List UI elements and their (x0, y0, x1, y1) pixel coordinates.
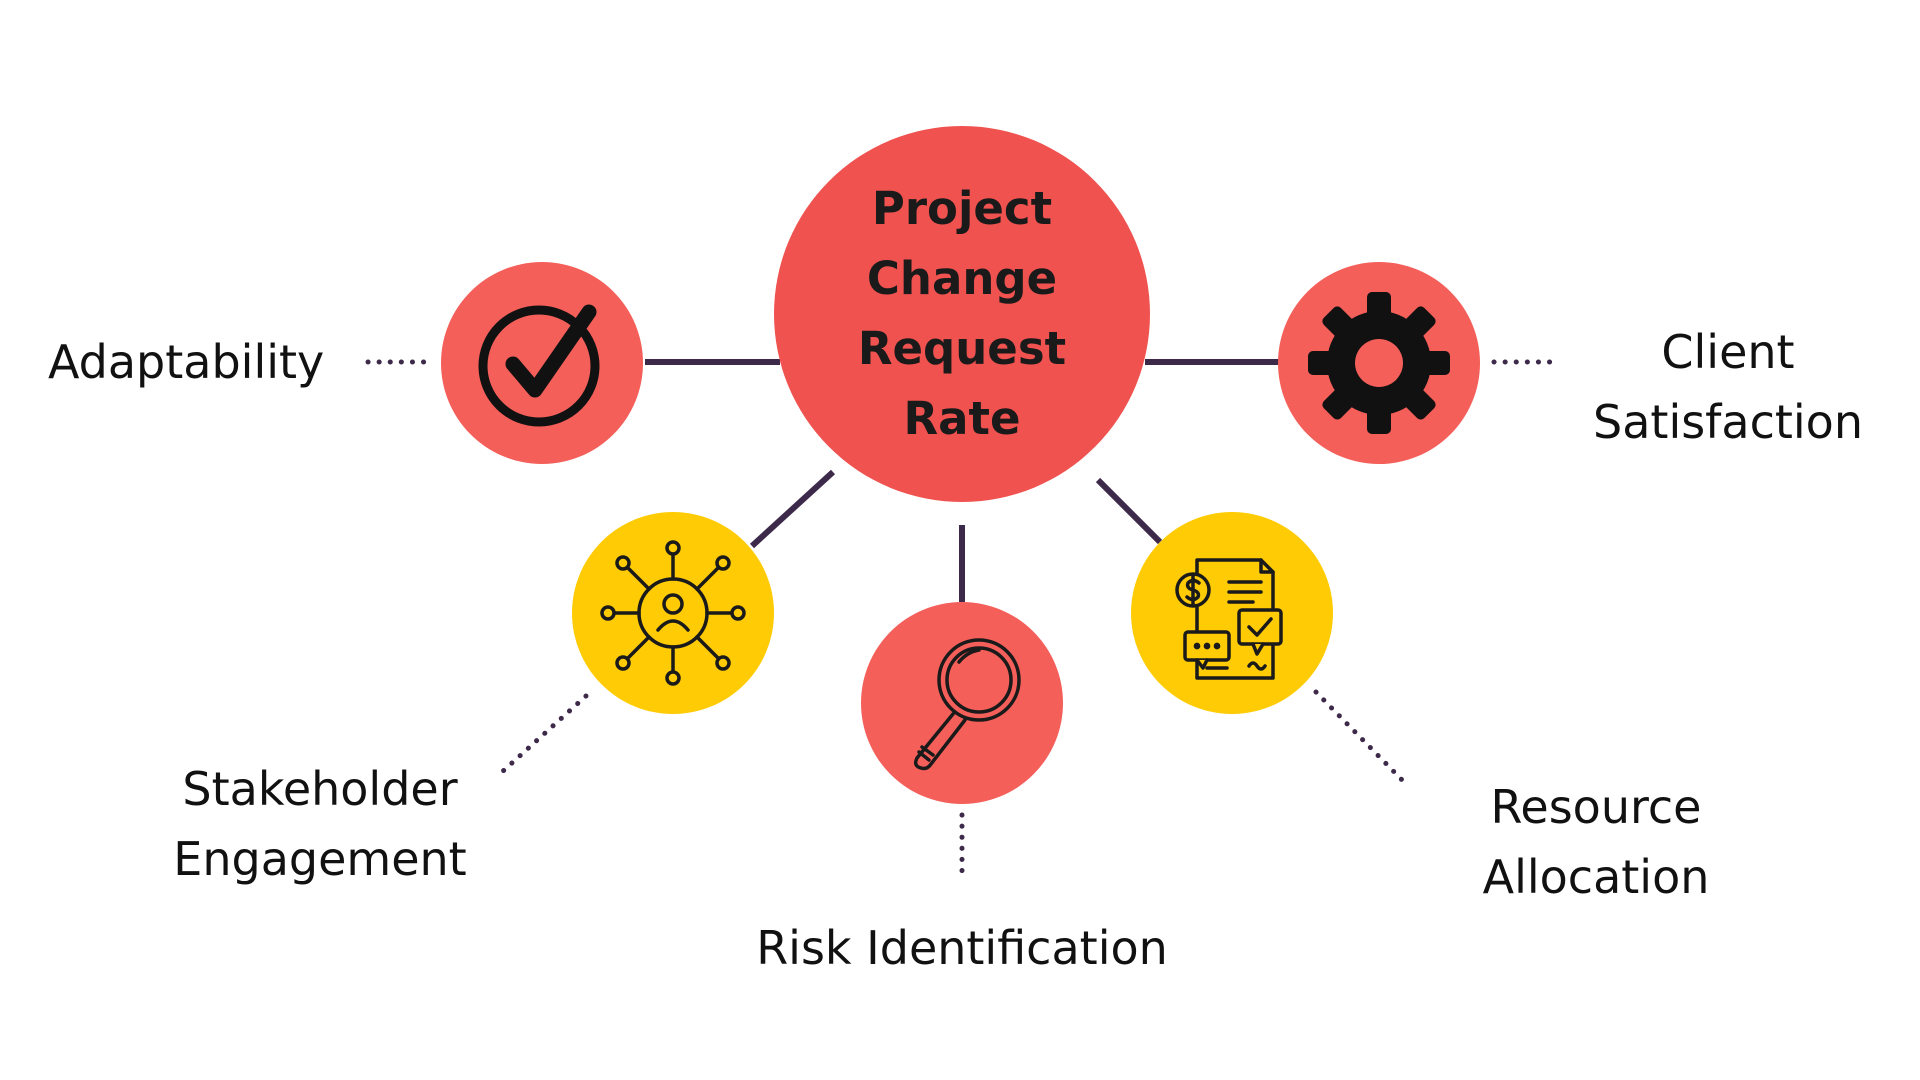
node-resource-allocation (1131, 512, 1333, 714)
documents-budget-icon (1175, 558, 1283, 680)
center-node: Project Change Request Rate (774, 126, 1150, 502)
gear-icon (1308, 292, 1450, 434)
label-resource-allocation: Resource Allocation (1482, 780, 1710, 904)
checkmark-circle-icon (478, 304, 600, 427)
node-risk-identification (861, 602, 1063, 804)
center-title: Project Change Request Rate (857, 182, 1067, 445)
label-risk-identification: Risk Identification (756, 921, 1168, 975)
connector-stakeholder-engagement (749, 469, 836, 549)
label-adaptability: Adaptability (48, 335, 325, 389)
network-person-icon (600, 540, 746, 686)
node-client-satisfaction (1278, 262, 1480, 464)
leader-stakeholder-engagement (499, 693, 589, 775)
leader-resource-allocation (1313, 689, 1407, 785)
label-stakeholder-engagement: Stakeholder Engagement (173, 762, 467, 886)
magnifying-glass-icon (913, 638, 1021, 771)
node-adaptability (441, 262, 643, 464)
connector-resource-allocation (1095, 477, 1163, 545)
node-stakeholder-engagement (572, 512, 774, 714)
label-client-satisfaction: Client Satisfaction (1593, 325, 1863, 449)
